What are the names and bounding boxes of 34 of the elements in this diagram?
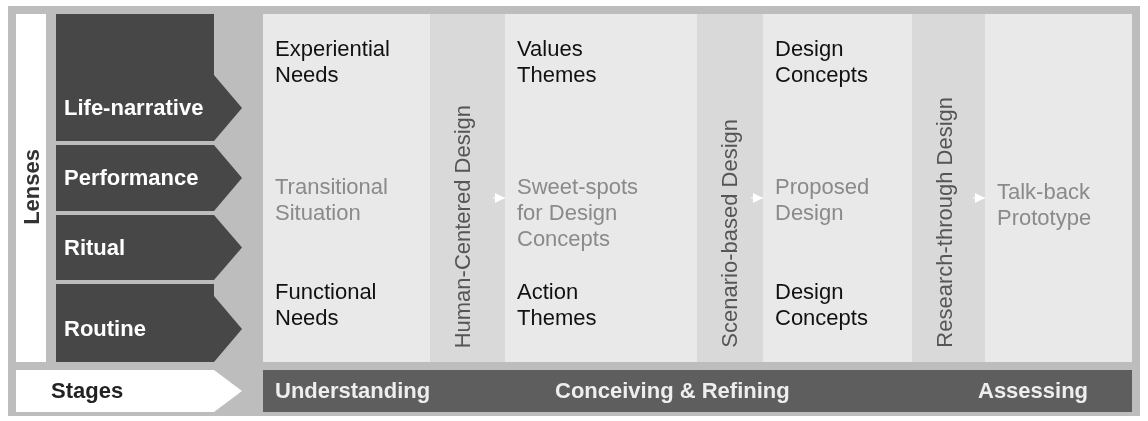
lens-label: Life-narrative (64, 95, 204, 121)
stage-column (505, 14, 697, 362)
lens-label: Routine (64, 316, 146, 342)
stage-label: Understanding (275, 378, 431, 404)
arrow (750, 193, 764, 203)
finding-text: Design Concepts (775, 36, 869, 88)
method-label: Scenario-based Design (717, 119, 743, 348)
finding-text: Sweet-spots for Design Concepts (517, 174, 640, 252)
method-label: Human-Centered Design (450, 104, 476, 348)
finding-text: Transitional Situation (275, 174, 389, 226)
lens-label: Lenses (19, 149, 45, 225)
arrow (972, 193, 986, 203)
lens-label: Ritual (64, 234, 126, 261)
finding-text: Action Themes (517, 279, 598, 331)
finding-text: Proposed Design (775, 174, 871, 226)
finding-text: Functional Needs (275, 279, 378, 331)
stage-label: Assessing (978, 378, 1089, 404)
stage-column (985, 14, 1132, 362)
method-label: Research-through Design (932, 97, 958, 348)
lens-label: Performance (64, 165, 199, 191)
finding-text: Values Themes (517, 36, 598, 88)
finding-text: Design Concepts (775, 279, 869, 331)
method-band (697, 14, 763, 362)
arrow (492, 193, 506, 203)
finding-text: Experiential Needs (275, 36, 391, 88)
stage-column (763, 14, 912, 362)
method-band (912, 14, 985, 362)
finding-text: Talk-back Prototype (997, 179, 1093, 231)
lens-label: Stages (51, 378, 124, 404)
method-band (430, 14, 505, 362)
stage-label: Conceiving & Refining (555, 378, 790, 404)
stage-bar (263, 370, 1132, 412)
lens-band (16, 14, 46, 362)
stage-column (263, 14, 430, 362)
